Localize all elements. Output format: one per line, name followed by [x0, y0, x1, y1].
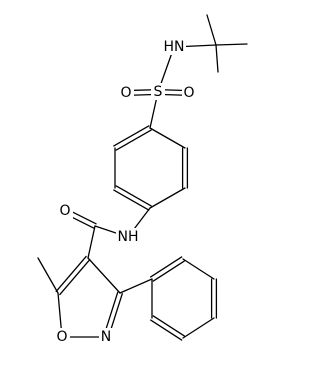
chemical-structure: HN S O O O NH O N	[37, 14, 248, 345]
bond-aryl-4-5	[149, 187, 186, 209]
svg-text:O: O	[56, 329, 67, 345]
bond-aryl-1-2-a	[113, 125, 150, 147]
bond-phenyl-1-2-b	[150, 256, 183, 278]
atom-sulfonyl-o-left: O	[119, 84, 134, 101]
bond-aryl-3-4-b	[115, 185, 152, 207]
atom-sulfonyl-o-right: O	[182, 84, 197, 101]
atom-labels: HN S O O O NH O N	[55, 38, 197, 345]
bond-isoxazole-c4-c5-b	[59, 258, 91, 296]
bond-tbu-methyl-3	[215, 44, 219, 73]
svg-text:S: S	[154, 84, 163, 100]
atom-sulfur: S	[151, 83, 165, 100]
atom-ring-n: N	[99, 328, 114, 345]
bond-phenyl-4-5	[182, 317, 215, 339]
bond-aryl-6-1	[149, 127, 186, 149]
bond-isoxazole-phenyl	[119, 278, 153, 294]
svg-text:O: O	[183, 85, 194, 101]
svg-text:NH: NH	[118, 229, 139, 245]
bond-methyl	[37, 257, 59, 294]
bond-carbonyl-isoxazole	[87, 225, 96, 259]
svg-text:N: N	[101, 329, 111, 345]
atom-amide-o: O	[58, 202, 73, 219]
atom-amide-nh: NH	[116, 228, 140, 245]
bond-phenyl-5-6-a	[152, 315, 185, 337]
bond-isoxazole-c4-c5-a	[55, 255, 87, 293]
svg-text:O: O	[59, 203, 70, 219]
svg-text:HN: HN	[164, 39, 185, 55]
atom-sulfonamide-nh: HN	[162, 38, 186, 55]
bonds	[37, 14, 248, 341]
bond-aryl-3-4-a	[113, 189, 150, 211]
svg-text:O: O	[120, 85, 131, 101]
bond-phenyl-1-2-a	[152, 260, 185, 282]
bond-tbu-methyl-2	[215, 43, 248, 46]
atom-ring-o: O	[55, 328, 70, 345]
bond-isoxazole-c3-c4	[87, 257, 121, 294]
bond-phenyl-5-6-b	[150, 319, 183, 341]
bond-tbu-methyl-1	[206, 14, 217, 46]
bond-aryl-1-2-b	[115, 129, 152, 151]
bond-phenyl-2-3	[182, 258, 215, 280]
